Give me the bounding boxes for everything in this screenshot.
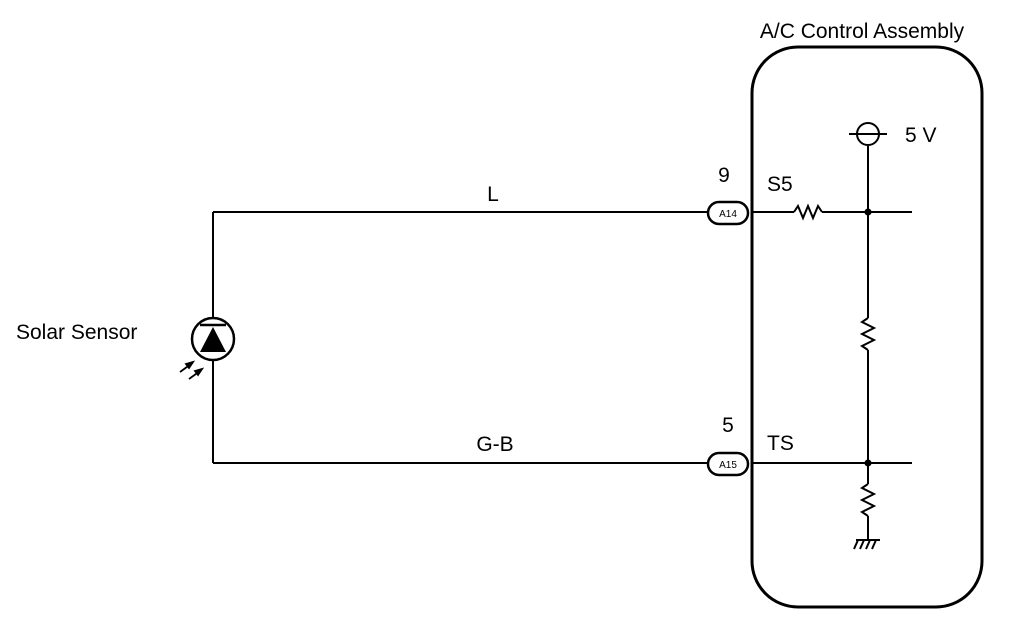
terminal-s5-label: S5 [767,173,793,196]
light-arrows-icon [179,360,205,380]
connector-a15-pin: 5 [722,414,734,437]
s5-line [752,203,912,221]
sensor-label: Solar Sensor [16,321,137,344]
assembly-label: A/C Control Assembly [760,20,965,43]
junction-top [864,208,872,216]
connector-a15-id: A15 [719,460,737,471]
terminal-ts-label: TS [767,432,794,455]
connector-a14-pin: 9 [718,164,730,187]
connector-a15 [706,451,750,477]
ground-icon [853,539,880,550]
wire-l-label: L [487,183,499,206]
connector-a14-id: A14 [719,209,737,220]
wire-gb-label: G-B [476,433,513,456]
junction-bottom [864,459,872,467]
solar-sensor-icon [190,316,236,362]
vertical-rail [859,146,877,540]
supply-icon [849,122,887,146]
supply-label: 5 V [905,124,937,147]
connector-a14 [706,200,750,226]
